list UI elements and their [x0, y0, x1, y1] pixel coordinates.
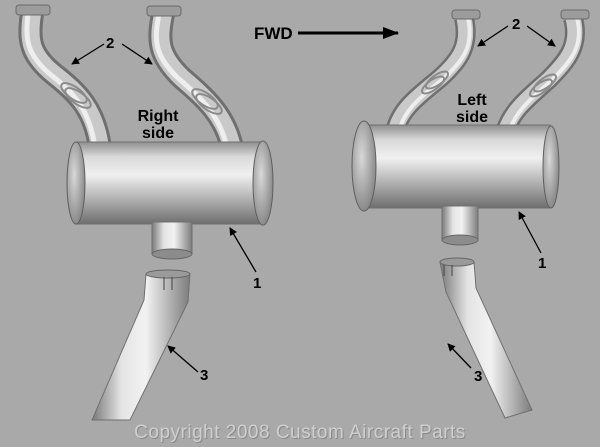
callout-1-leader-right	[518, 211, 542, 254]
callout-3-leader	[167, 345, 199, 373]
left-side-riser-2	[495, 9, 590, 136]
callout-1-left-side: 1	[538, 255, 547, 272]
callout-2-leader-a	[71, 43, 105, 65]
right-side-callouts	[71, 43, 257, 373]
callout-3-right-side: 3	[200, 367, 209, 384]
fwd-label: FWD	[254, 24, 293, 43]
callout-2-leader-d	[526, 25, 556, 47]
right-side-label-line1: Right	[137, 108, 179, 125]
callout-2-right-side: 2	[106, 35, 115, 52]
callout-1-leader	[229, 227, 257, 273]
left-side-assembly	[351, 9, 590, 419]
right-side-muffler-body	[66, 140, 274, 260]
left-side-muffler-body	[351, 120, 560, 246]
left-side-label-line2: side	[455, 109, 488, 126]
left-side-callouts	[447, 25, 556, 369]
left-side-label: Left side	[442, 92, 502, 126]
right-side-riser-1	[15, 4, 112, 150]
callout-1-right-side: 1	[253, 275, 262, 292]
callout-2-leader-b	[121, 43, 153, 65]
right-side-label: Right side	[128, 108, 188, 142]
right-side-assembly	[15, 4, 274, 421]
callout-2-left-side: 2	[512, 16, 521, 33]
left-side-tailpipe	[439, 257, 533, 419]
right-side-riser-2	[146, 5, 244, 151]
right-side-label-line2: side	[141, 125, 174, 142]
callout-3-leader-right	[447, 343, 472, 369]
left-side-riser-1	[385, 9, 481, 135]
copyright-watermark: Copyright 2008 Custom Aircraft Parts	[134, 422, 466, 443]
right-side-tailpipe	[91, 269, 191, 421]
callout-3-left-side: 3	[474, 368, 483, 385]
callout-2-leader-c	[477, 25, 509, 47]
left-side-label-line1: Left	[457, 92, 487, 109]
